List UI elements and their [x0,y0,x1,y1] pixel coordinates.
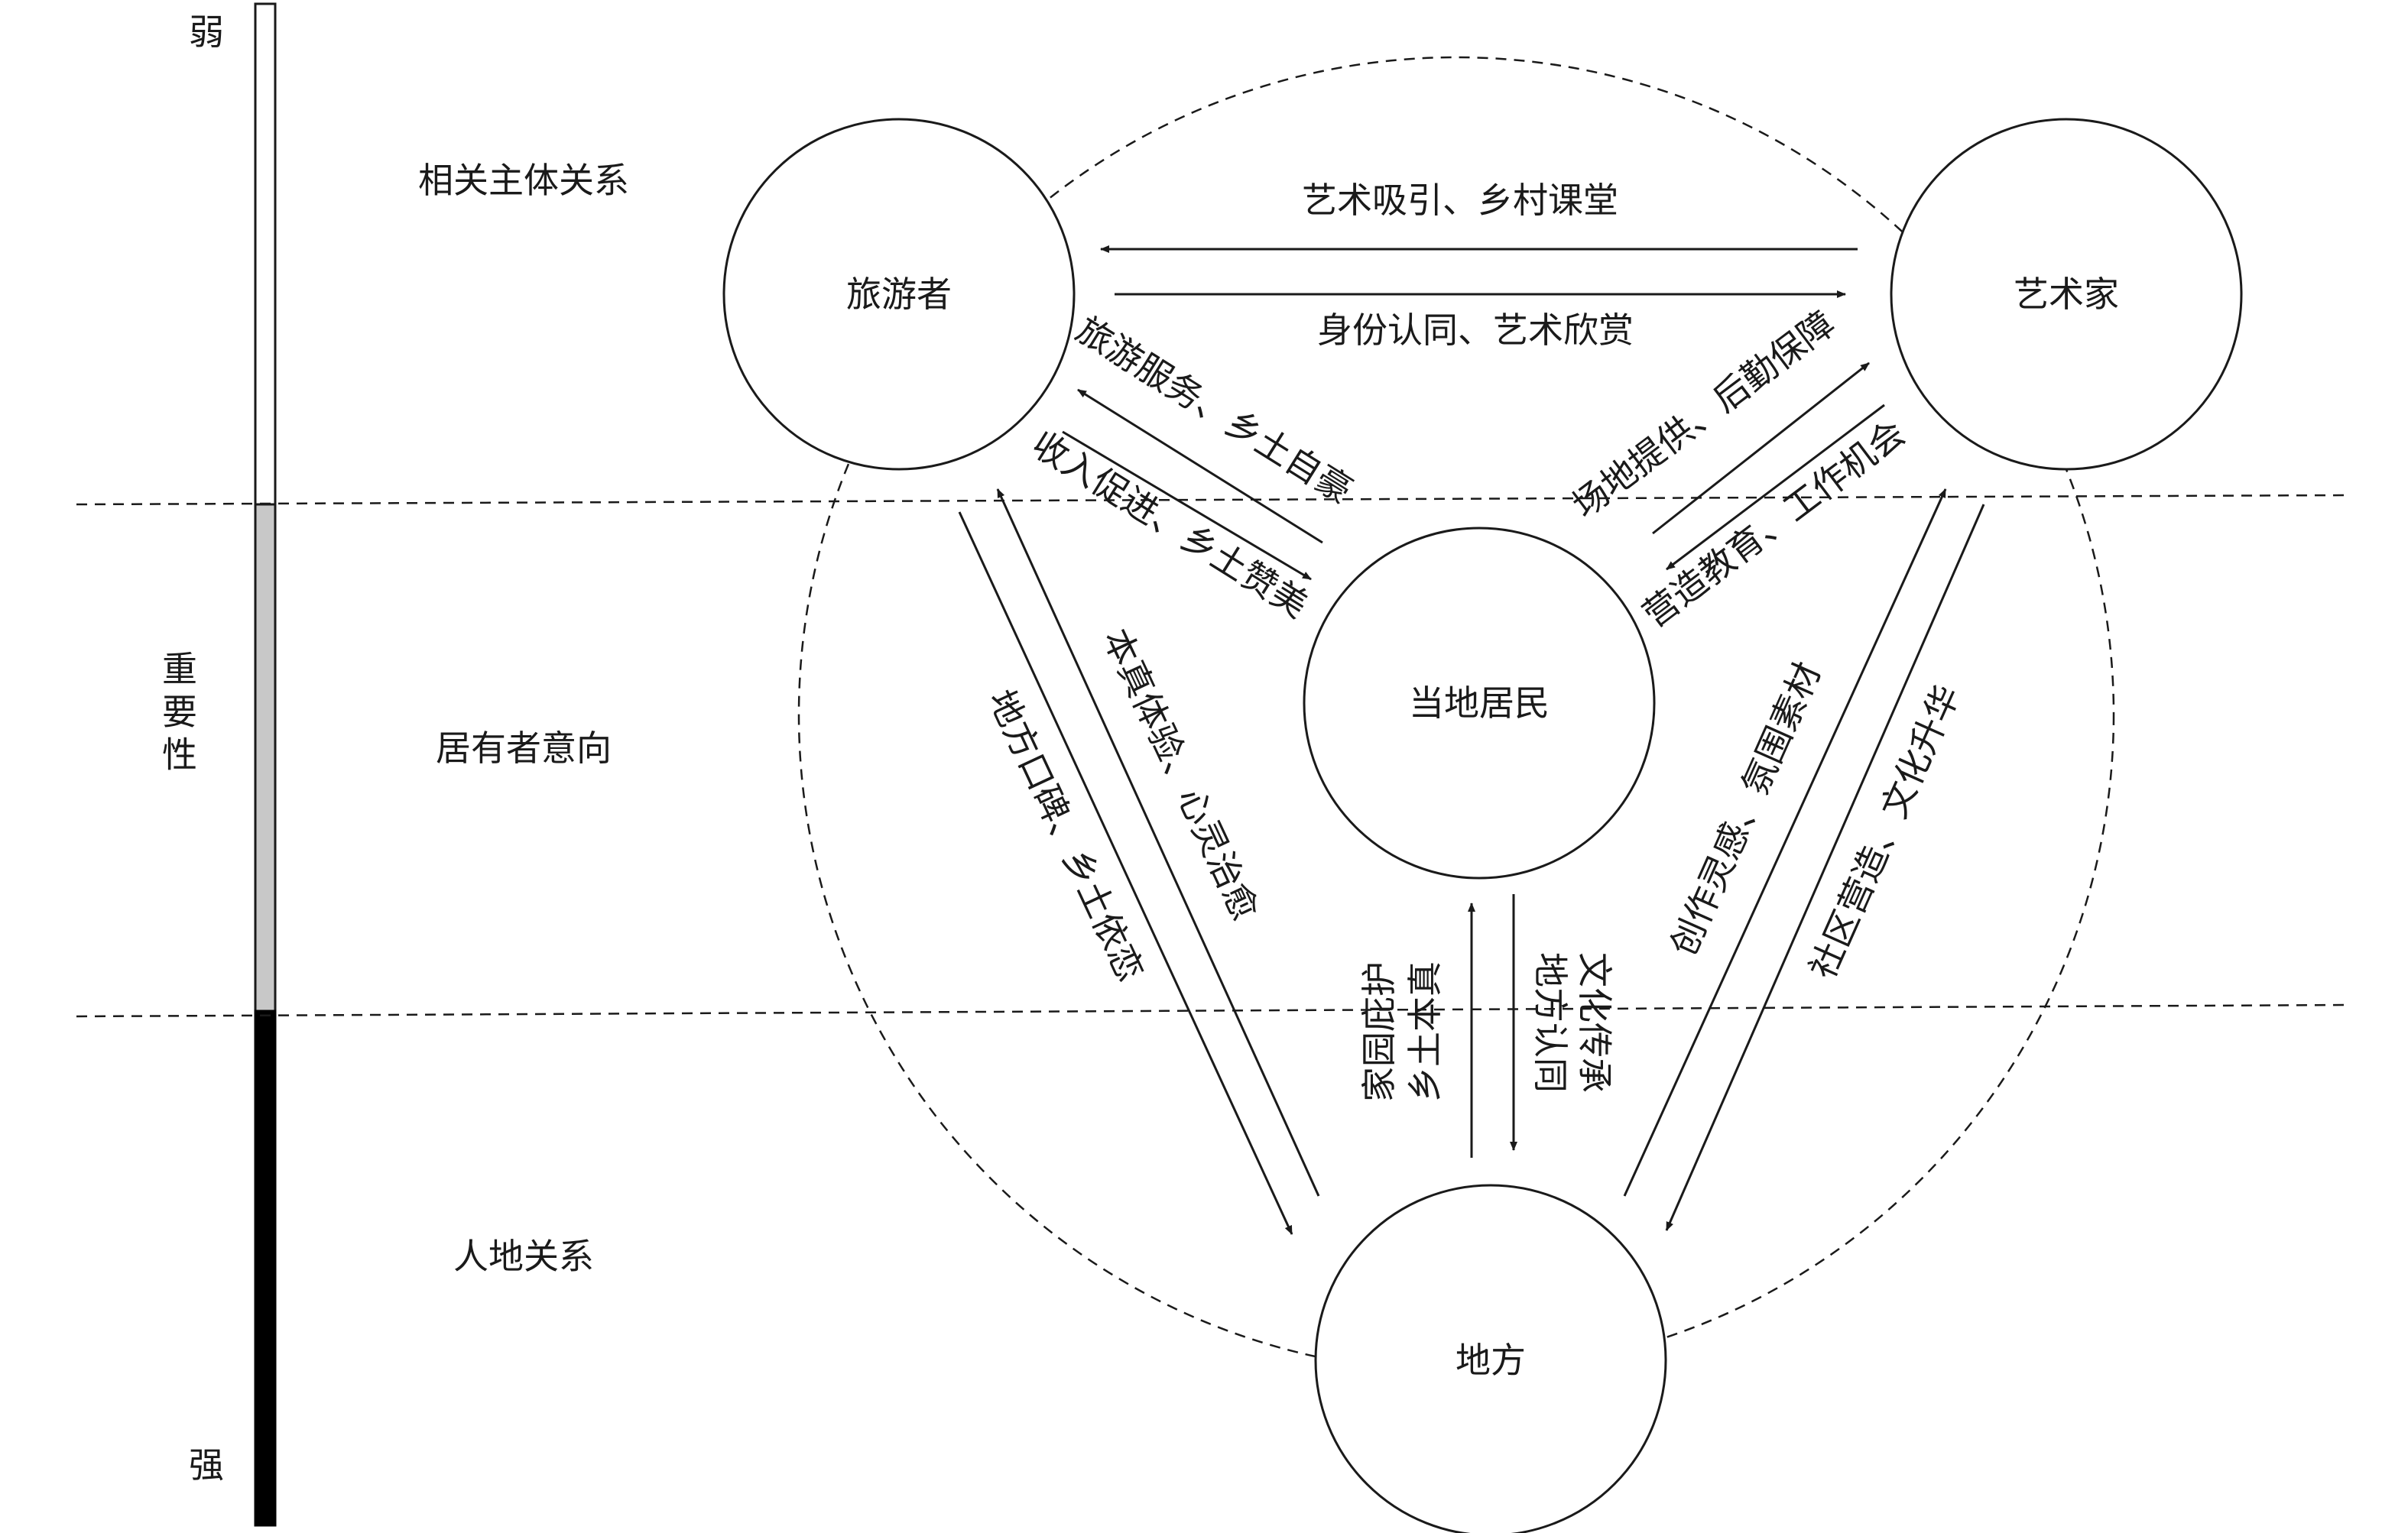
node-tourist: 旅游者 [722,118,1076,471]
scale-label-strong: 强 [189,1444,224,1486]
edge-label-place-to-resident: 家园庇护 乡土本真 [1358,961,1446,1102]
edge-label-artist-to-tourist: 艺术吸引、乡村课堂 [1302,180,1618,221]
scale-segment-strong [254,1010,277,1527]
edge-label-place-to-resident-line1: 家园庇护 [1358,961,1400,1102]
node-label-tourist: 旅游者 [846,274,952,315]
edge-label-place-to-tourist: 本真体验、心灵治愈 [1095,622,1267,926]
edge-label-tourist-to-place: 地方口碑、乡土依恋 [981,683,1152,987]
arrow-resident-to-artist [1652,361,1870,535]
scale-segment-weak [254,2,277,506]
scale-segment-middle [254,503,277,1013]
divider-lower [76,1003,2348,1018]
level-label-dweller-intention: 居有者意向 [436,728,612,769]
edge-label-place-to-resident-line2: 乡土本真 [1404,961,1446,1102]
edge-label-tourist-to-artist: 身份认同、艺术欣赏 [1317,310,1634,351]
node-label-place: 地方 [1456,1340,1526,1381]
node-artist: 艺术家 [1890,118,2243,471]
edge-label-resident-to-place: 地方认同 文化传承 [1530,952,1615,1093]
edge-label-artist-to-place: 社区营造、文化升华 [1802,679,1968,984]
arrow-place-to-tourist [996,488,1320,1197]
arrow-tourist-to-place [958,511,1293,1235]
node-place: 地方 [1314,1184,1667,1533]
edge-label-resident-to-place-line1: 地方认同 [1530,952,1571,1093]
arrow-artist-to-place [1665,504,1985,1231]
node-resident: 当地居民 [1303,527,1656,880]
edge-label-resident-to-place-line2: 文化传承 [1574,952,1615,1093]
node-label-resident: 当地居民 [1409,682,1550,724]
arrow-artist-to-resident [1666,404,1885,571]
level-label-subject-relations: 相关主体关系 [418,160,629,201]
scale-label-weak: 弱 [189,11,224,53]
level-label-human-land: 人地关系 [453,1236,594,1277]
node-label-artist: 艺术家 [2014,274,2119,315]
arrow-place-to-artist [1623,488,1947,1197]
arrow-tourist-to-resident [1062,430,1312,581]
arrow-resident-to-tourist [1077,388,1323,544]
scale-label-importance: 重要性 [157,650,198,779]
divider-upper [76,494,2348,506]
importance-scale: 弱 重要性 强 [157,2,277,1527]
